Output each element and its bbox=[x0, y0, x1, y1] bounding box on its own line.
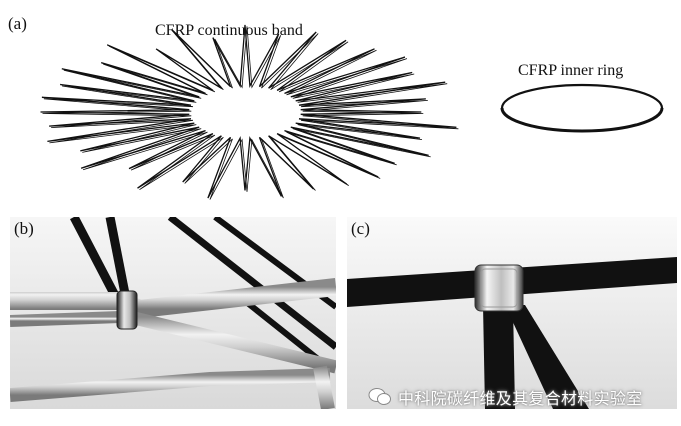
watermark-text: 中科院碳纤维及其复合材料实验室 bbox=[398, 389, 643, 408]
band-label: CFRP continuous band bbox=[155, 22, 303, 39]
band-outline-thickness bbox=[42, 26, 459, 200]
panel-b-tag: (b) bbox=[14, 219, 34, 238]
inner-ring bbox=[500, 83, 664, 133]
panel-a-tag: (a) bbox=[8, 14, 27, 33]
band-outline bbox=[40, 24, 457, 199]
ring-label: CFRP inner ring bbox=[518, 62, 624, 79]
panel-c-tag: (c) bbox=[351, 219, 370, 238]
panel-b-render bbox=[10, 217, 336, 409]
wechat-icon bbox=[368, 388, 391, 405]
watermark: 中科院碳纤维及其复合材料实验室 bbox=[368, 384, 678, 410]
continuous-band-star bbox=[40, 24, 459, 200]
panel-c-render bbox=[347, 217, 677, 409]
